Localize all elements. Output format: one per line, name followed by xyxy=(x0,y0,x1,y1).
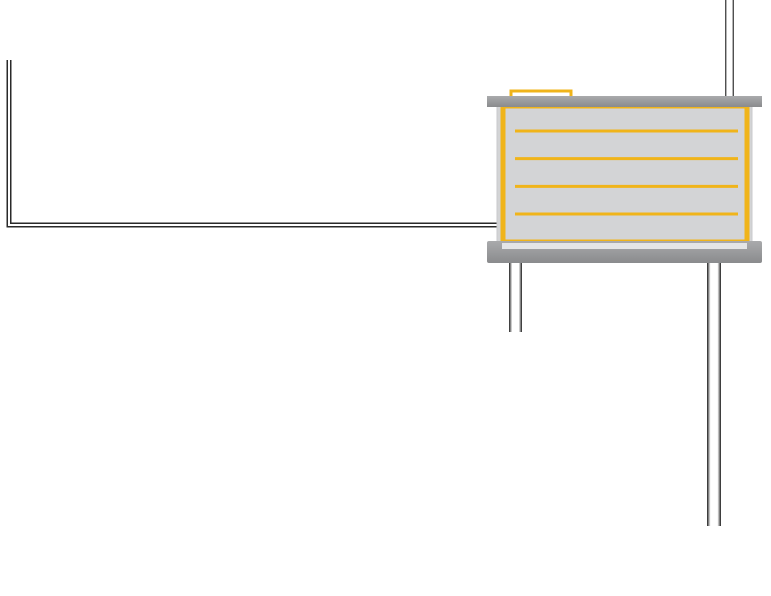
tank-top-cap xyxy=(487,96,762,107)
pipe-bottom-right xyxy=(707,262,721,526)
pipe-bottom-left xyxy=(509,262,522,332)
tank-tubes xyxy=(515,129,738,216)
pipe-top-right xyxy=(725,0,734,97)
tank-body xyxy=(496,103,753,249)
tank xyxy=(487,89,762,263)
inlet-pipe-left xyxy=(6,60,498,228)
